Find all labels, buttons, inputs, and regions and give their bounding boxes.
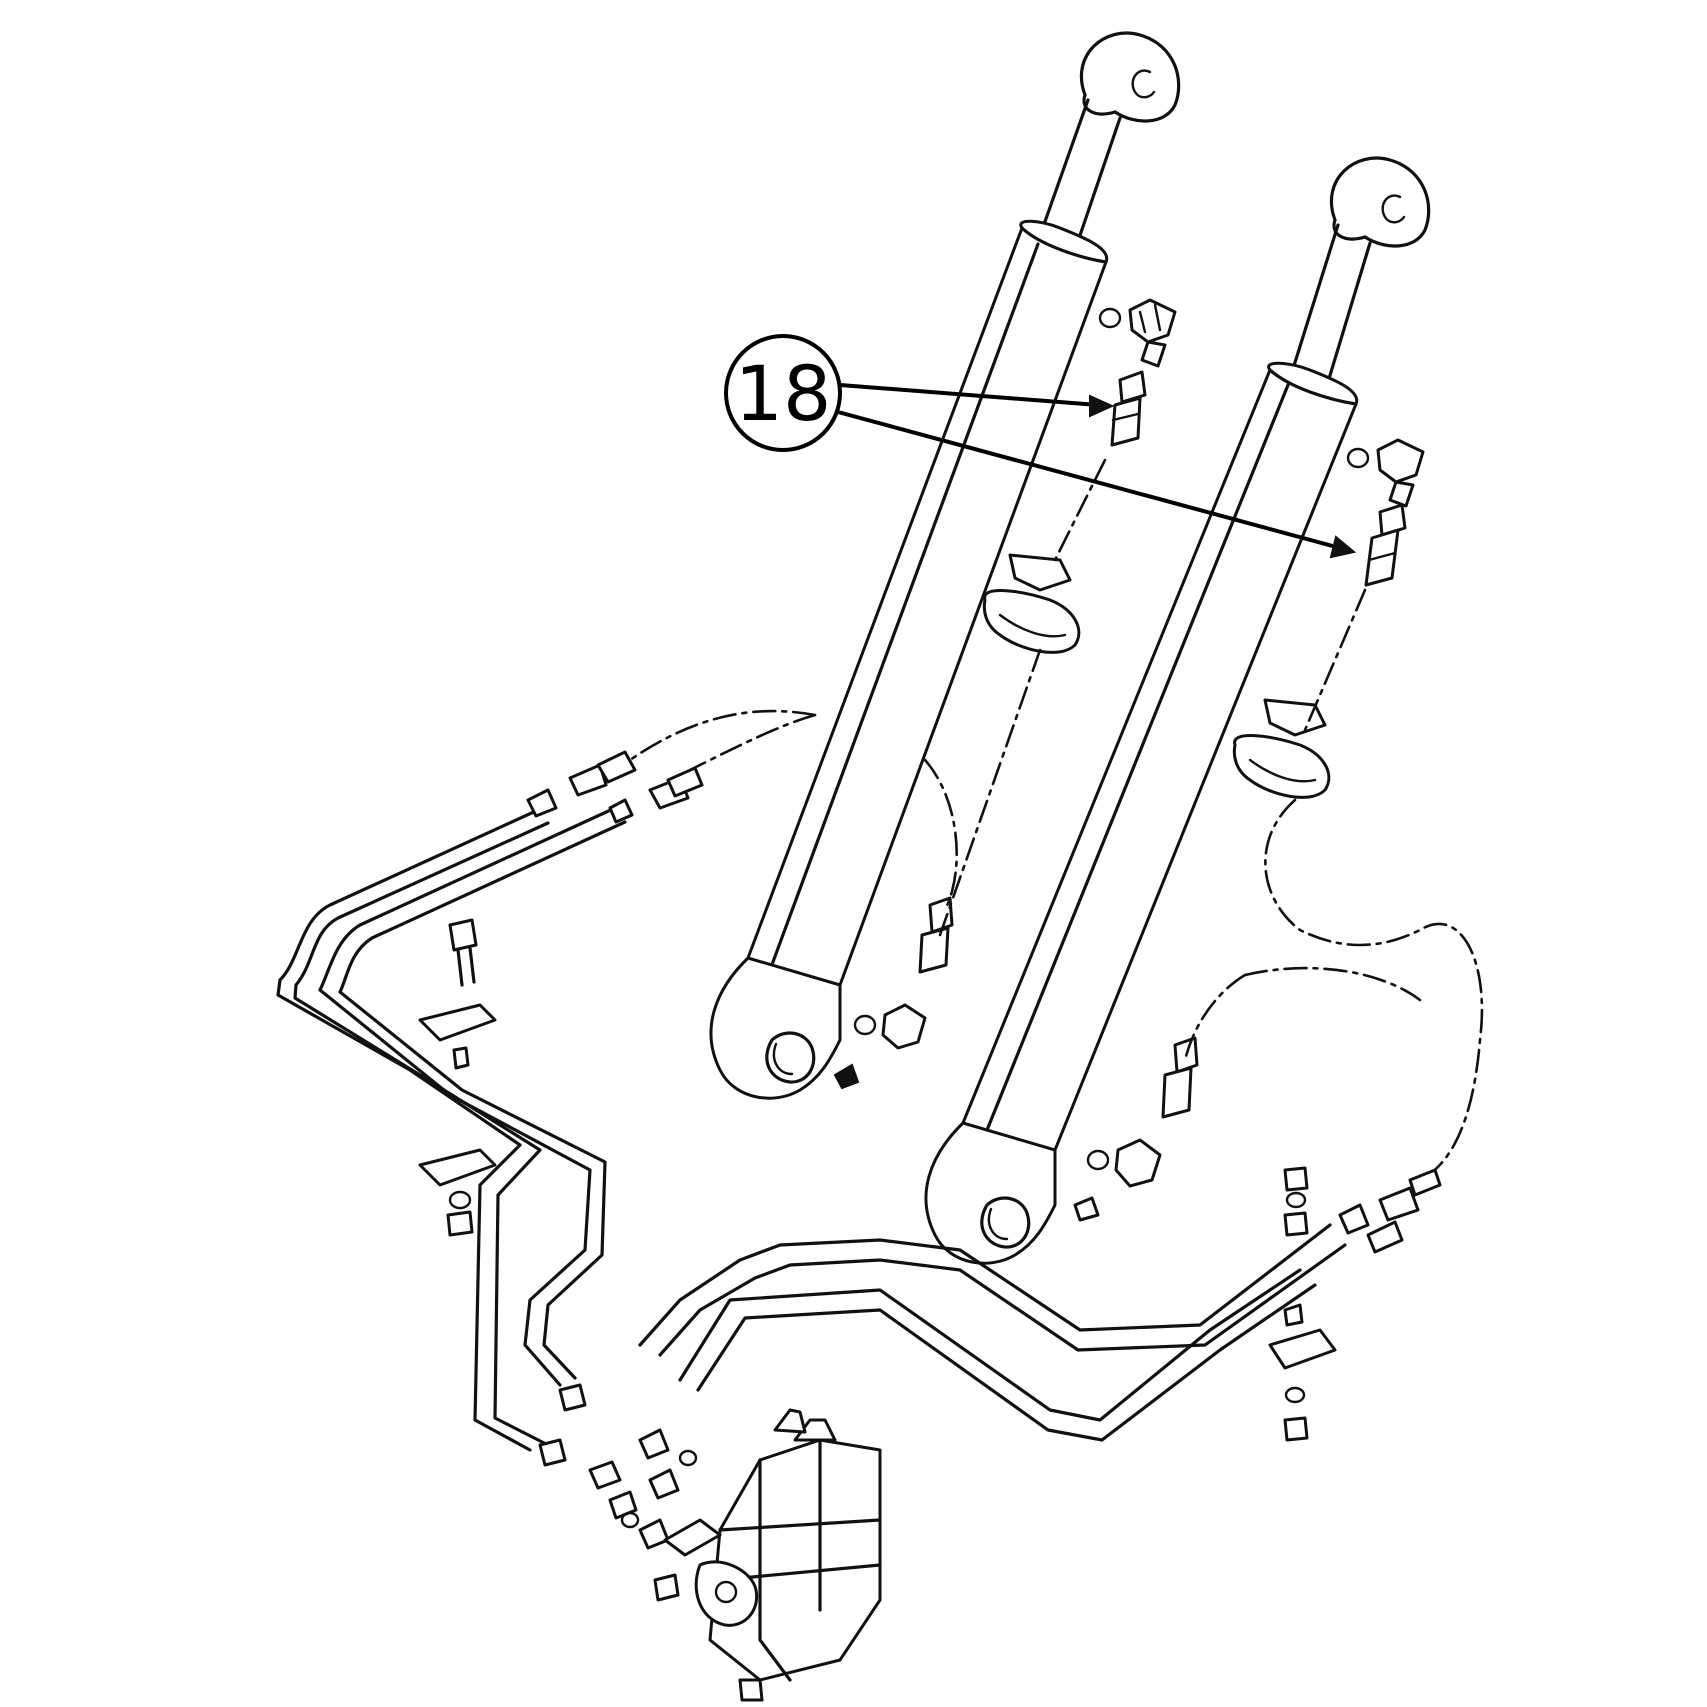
- callout-circle: [724, 334, 842, 452]
- hoses: [628, 458, 1484, 1182]
- left-lift-cylinder: [709, 31, 1181, 1100]
- callout-arrow-right-adapter: [837, 410, 1341, 550]
- callout-18: 18: [724, 334, 1357, 559]
- callout-arrow-left-adapter: [839, 383, 1099, 407]
- line-fittings: [418, 750, 1442, 1467]
- right-lift-cylinder: [924, 156, 1431, 1265]
- control-valve: [588, 1408, 882, 1702]
- steel-lines: [276, 806, 1347, 1452]
- callout-number: 18: [735, 349, 832, 438]
- cylinder-fittings: [833, 298, 1425, 1222]
